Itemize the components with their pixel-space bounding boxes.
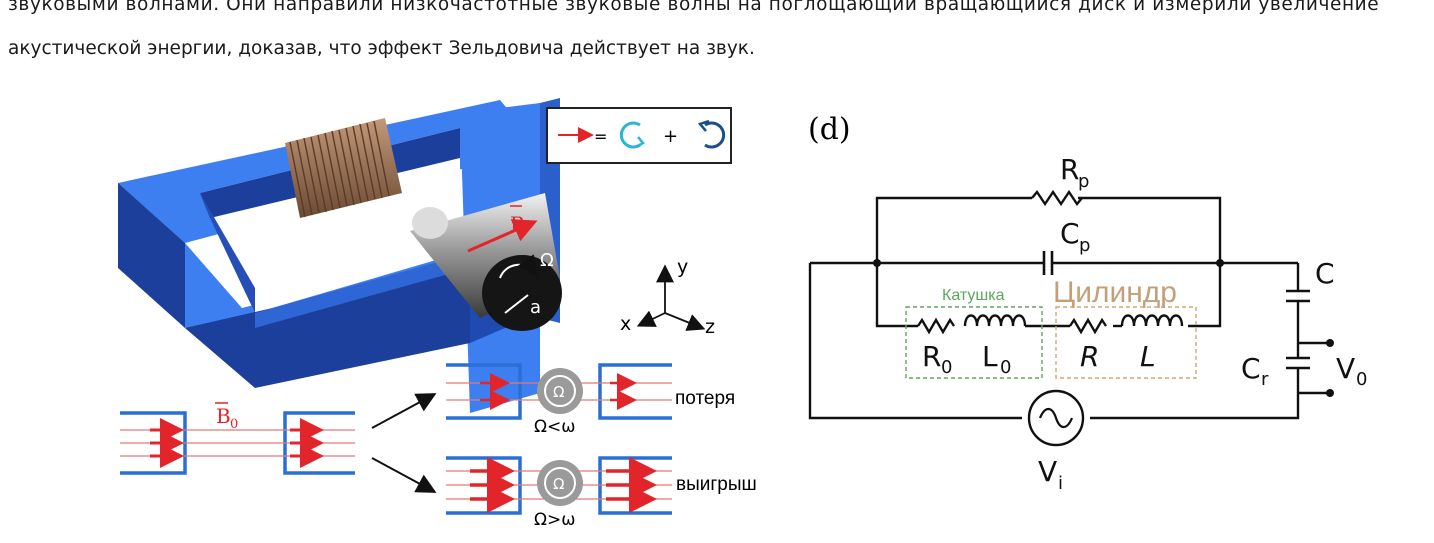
loss-omega: Ω <box>553 383 564 401</box>
article-line-2: акустической энергии, доказав, что эффек… <box>8 38 755 59</box>
ccw-circle-icon <box>619 121 641 149</box>
axis-y-label: y <box>677 256 688 278</box>
coil-box <box>905 306 1043 379</box>
coil-winding <box>285 118 402 218</box>
cp-label: C <box>1060 217 1080 250</box>
cr-label: C <box>1241 352 1261 385</box>
capacitors <box>1042 251 1310 370</box>
cp-sub: p <box>1079 235 1090 256</box>
v0-sub: 0 <box>1356 369 1367 390</box>
rr-label: R <box>1080 340 1099 373</box>
v0-label: V <box>1336 352 1355 385</box>
loss-case: Ω Ω<ω потеря <box>446 363 735 437</box>
vi-sub: i <box>1058 473 1063 494</box>
loss-label: потеря <box>675 388 735 409</box>
c-label: C <box>1315 257 1335 290</box>
rp-sub: p <box>1078 171 1089 192</box>
article-line-1: звуковыми волнами. Они направили низкоча… <box>8 0 1380 15</box>
rp-label: R <box>1060 153 1079 186</box>
field-b-label: B <box>510 212 525 236</box>
b0-sub: 0 <box>230 417 238 432</box>
l0-label: L <box>982 340 998 373</box>
cr-sub: r <box>1261 369 1269 390</box>
r0-sub: 0 <box>941 357 952 378</box>
incoming-field-diagram: B 0 <box>120 402 355 475</box>
gain-case: Ω Ω>ω выигрыш <box>446 456 757 530</box>
gain-label: выигрыш <box>676 474 757 495</box>
axis-z-label: z <box>705 316 715 338</box>
axis-x-label: x <box>620 313 631 335</box>
rotating-cylinder: a Ω B <box>410 193 562 331</box>
legend-plus: + <box>663 126 678 147</box>
cylinder-label: Цилиндр <box>1053 276 1177 309</box>
coordinate-axes <box>636 264 706 331</box>
polarization-legend: = + <box>546 107 732 164</box>
radius-label: a <box>530 297 541 318</box>
gain-condition: Ω>ω <box>534 510 575 530</box>
l0-sub: 0 <box>1000 357 1011 378</box>
cylinder-box <box>1055 306 1197 379</box>
vi-label: V <box>1038 455 1057 488</box>
legend-equals: = <box>594 127 607 146</box>
ll-label: L <box>1140 340 1156 373</box>
panel-label: (d) <box>808 112 851 147</box>
loss-condition: Ω<ω <box>534 417 575 437</box>
terminals <box>873 259 1334 397</box>
circuit-wires <box>808 189 1330 420</box>
coil-label: Катушка <box>942 287 1005 304</box>
circuit-diagram: (d) <box>808 112 1367 494</box>
omega-label: Ω <box>540 250 554 271</box>
gain-omega: Ω <box>553 475 564 493</box>
ac-source-icon <box>1027 389 1085 447</box>
r0-label: R <box>922 340 941 373</box>
cw-circle-icon <box>704 121 726 149</box>
magnet-illustration: a Ω B y x z = + <box>118 98 757 530</box>
b0-label: B <box>216 404 231 428</box>
